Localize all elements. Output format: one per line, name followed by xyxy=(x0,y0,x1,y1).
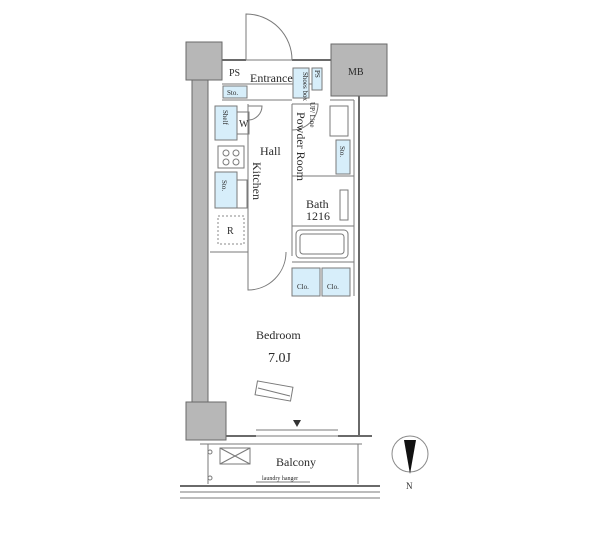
label-bath: Bath xyxy=(306,197,329,211)
label-clo-2: Clo. xyxy=(327,283,339,291)
ps-small-box xyxy=(311,67,323,91)
compass: N xyxy=(391,435,429,491)
window-marker xyxy=(293,420,301,427)
sto-entrance-box xyxy=(222,85,248,99)
label-shelf: Shelf xyxy=(221,110,229,125)
shoes-box xyxy=(292,67,310,99)
stove xyxy=(217,145,245,169)
column-top-left xyxy=(185,41,223,81)
label-laundry: laundry hanger xyxy=(262,476,298,482)
label-hall: Hall xyxy=(260,144,281,158)
bathtub xyxy=(295,229,349,259)
label-shoes-box: Shoes box xyxy=(301,72,309,101)
label-bedroom-size: 7.0J xyxy=(268,351,292,366)
refrigerator-space xyxy=(217,215,245,245)
shelf-door xyxy=(247,105,263,121)
mb-box xyxy=(330,43,388,97)
kitchen-door xyxy=(247,251,287,291)
label-mb: MB xyxy=(348,67,364,78)
label-sto-entrance: Sto. xyxy=(227,89,238,97)
wall-left-shaft xyxy=(191,79,209,403)
label-balcony: Balcony xyxy=(276,455,316,469)
label-sto-kitchen: Sto. xyxy=(220,180,228,191)
label-up-line: UP/ Line xyxy=(308,102,316,127)
label-ps-small: PS xyxy=(313,70,321,78)
label-ps: PS xyxy=(229,68,240,79)
aircon xyxy=(254,380,294,402)
label-entrance: Entrance xyxy=(250,71,293,85)
clo-box-2 xyxy=(321,267,351,297)
label-clo-1: Clo. xyxy=(297,283,309,291)
powder-door xyxy=(291,103,319,131)
bath-counter xyxy=(339,189,349,221)
label-bedroom: Bedroom xyxy=(256,328,301,342)
label-kitchen: Kitchen xyxy=(250,162,264,200)
compass-label: N xyxy=(406,481,413,491)
balcony-hatch xyxy=(219,447,251,465)
column-bottom-left xyxy=(185,401,227,441)
powder-sink xyxy=(329,105,349,137)
label-bath-size: 1216 xyxy=(306,209,330,223)
clo-box-1 xyxy=(291,267,321,297)
label-sto-powder: Sto. xyxy=(338,146,346,157)
label-refrigerator: R xyxy=(227,226,234,237)
north-arrow-icon xyxy=(404,440,416,474)
sink xyxy=(236,179,248,209)
washer-space xyxy=(236,111,250,135)
sto-powder-box xyxy=(335,139,351,175)
entrance-door xyxy=(245,13,293,61)
label-powder-room: Powder Room xyxy=(294,112,308,182)
label-w: W xyxy=(239,119,249,130)
